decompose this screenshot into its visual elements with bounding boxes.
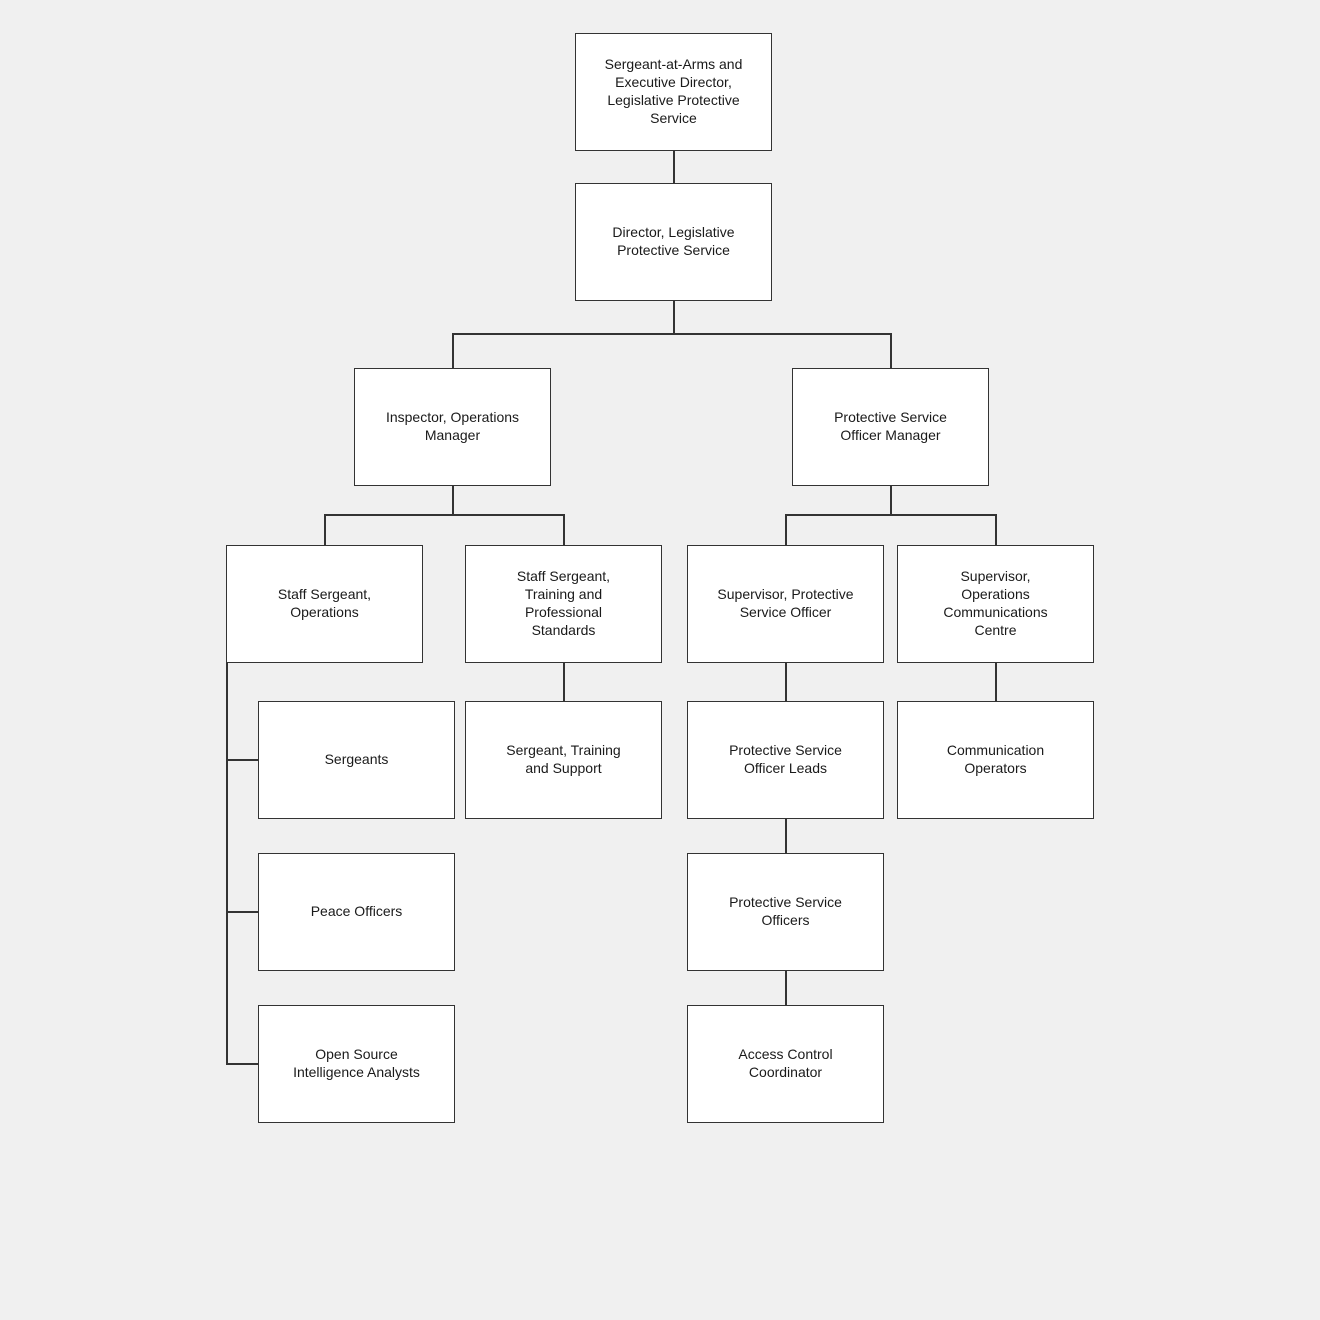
org-node-label: Communication Operators	[946, 742, 1045, 776]
connector-line	[785, 663, 787, 701]
connector-line	[226, 1063, 258, 1065]
org-node-sergeant-at-arms: Sergeant-at-Arms and Executive Director,…	[575, 33, 772, 151]
connector-line	[324, 514, 565, 516]
connector-line	[226, 663, 228, 1065]
connector-line	[673, 301, 675, 334]
connector-line	[226, 911, 258, 913]
connector-line	[452, 333, 454, 368]
connector-line	[890, 486, 892, 515]
connector-line	[995, 514, 997, 545]
connector-line	[226, 759, 258, 761]
org-node-open-source-intelligence-analysts: Open Source Intelligence Analysts	[258, 1005, 455, 1123]
org-node-label: Protective Service Officer Leads	[729, 742, 842, 776]
org-node-access-control-coordinator: Access Control Coordinator	[687, 1005, 884, 1123]
org-node-label: Supervisor, Protective Service Officer	[717, 586, 854, 620]
org-node-label: Peace Officers	[310, 903, 403, 920]
org-node-label: Supervisor, Operations Communications Ce…	[943, 568, 1048, 638]
connector-line	[452, 486, 454, 515]
connector-line	[324, 514, 326, 545]
org-node-label: Sergeants	[324, 751, 389, 768]
connector-line	[785, 514, 787, 545]
org-node-protective-service-officers: Protective Service Officers	[687, 853, 884, 971]
connector-line	[995, 663, 997, 701]
org-node-protective-service-officer-leads: Protective Service Officer Leads	[687, 701, 884, 819]
org-node-label: Sergeant, Training and Support	[506, 742, 621, 776]
org-node-peace-officers: Peace Officers	[258, 853, 455, 971]
org-node-label: Open Source Intelligence Analysts	[293, 1046, 420, 1080]
connector-line	[563, 514, 565, 545]
org-node-staff-sergeant-training: Staff Sergeant, Training and Professiona…	[465, 545, 662, 663]
connector-line	[673, 151, 675, 183]
connector-line	[785, 514, 997, 516]
org-node-label: Staff Sergeant, Training and Professiona…	[516, 568, 611, 638]
org-node-label: Protective Service Officer Manager	[834, 409, 947, 443]
connector-line	[785, 971, 787, 1005]
org-node-inspector-operations-manager: Inspector, Operations Manager	[354, 368, 551, 486]
org-node-sergeants: Sergeants	[258, 701, 455, 819]
org-node-communication-operators: Communication Operators	[897, 701, 1094, 819]
connector-line	[563, 663, 565, 701]
connector-line	[785, 819, 787, 853]
org-node-label: Director, Legislative Protective Service	[612, 224, 735, 258]
org-node-supervisor-protective-service-officer: Supervisor, Protective Service Officer	[687, 545, 884, 663]
org-node-sergeant-training-and-support: Sergeant, Training and Support	[465, 701, 662, 819]
org-node-protective-service-officer-manager: Protective Service Officer Manager	[792, 368, 989, 486]
org-node-label: Access Control Coordinator	[738, 1046, 833, 1080]
org-node-label: Protective Service Officers	[729, 894, 842, 928]
org-node-label: Sergeant-at-Arms and Executive Director,…	[604, 56, 743, 126]
org-node-supervisor-operations-communications-centre: Supervisor, Operations Communications Ce…	[897, 545, 1094, 663]
org-node-label: Staff Sergeant, Operations	[277, 586, 372, 620]
org-node-label: Inspector, Operations Manager	[385, 409, 520, 443]
connector-line	[452, 333, 892, 335]
connector-line	[890, 333, 892, 368]
org-node-staff-sergeant-operations: Staff Sergeant, Operations	[226, 545, 423, 663]
org-node-director: Director, Legislative Protective Service	[575, 183, 772, 301]
